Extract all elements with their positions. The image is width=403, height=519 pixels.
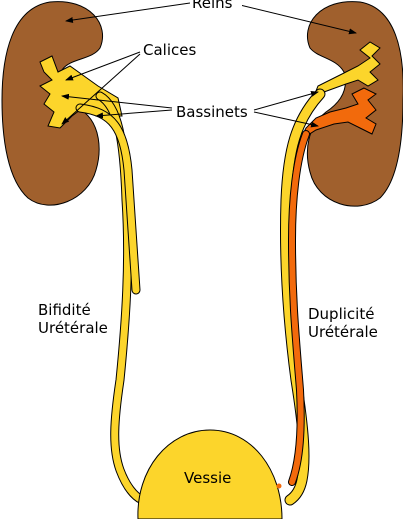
reins-arrow-right bbox=[239, 4, 357, 35]
label-bifidite: Bifidité bbox=[38, 301, 91, 319]
label-vessie: Vessie bbox=[184, 469, 231, 487]
left-ureter bbox=[96, 92, 146, 504]
reins-label-backdrop bbox=[190, 0, 242, 11]
calices-arrow-lower bbox=[61, 53, 141, 125]
right-ureter-yellow bbox=[281, 89, 325, 505]
calices-arrow-upper bbox=[65, 51, 141, 81]
label-bassinets: Bassinets bbox=[176, 103, 248, 121]
left-ureter-branch bbox=[76, 104, 140, 294]
right-upper-renal-pelvis bbox=[313, 41, 381, 97]
orange-ureter-opening bbox=[276, 483, 282, 489]
label-calices: Calices bbox=[143, 41, 196, 59]
label-duplicite: Duplicité bbox=[308, 305, 374, 323]
right-lower-renal-pelvis bbox=[298, 87, 377, 142]
bassinets-arrow-left-lower bbox=[95, 109, 173, 119]
right-ureter-orange bbox=[288, 131, 309, 485]
reins-arrow-left bbox=[65, 2, 191, 23]
bassinets-arrow-left-upper bbox=[61, 93, 173, 109]
label-bifidite-ureterale: Urétérale bbox=[38, 319, 108, 337]
label-reins: Reins bbox=[192, 0, 233, 12]
right-kidney bbox=[306, 1, 403, 207]
bassinets-arrow-right-upper bbox=[253, 91, 319, 111]
bassinets-arrow-right-lower bbox=[253, 111, 319, 128]
label-duplicite-ureterale: Urétérale bbox=[308, 323, 378, 341]
